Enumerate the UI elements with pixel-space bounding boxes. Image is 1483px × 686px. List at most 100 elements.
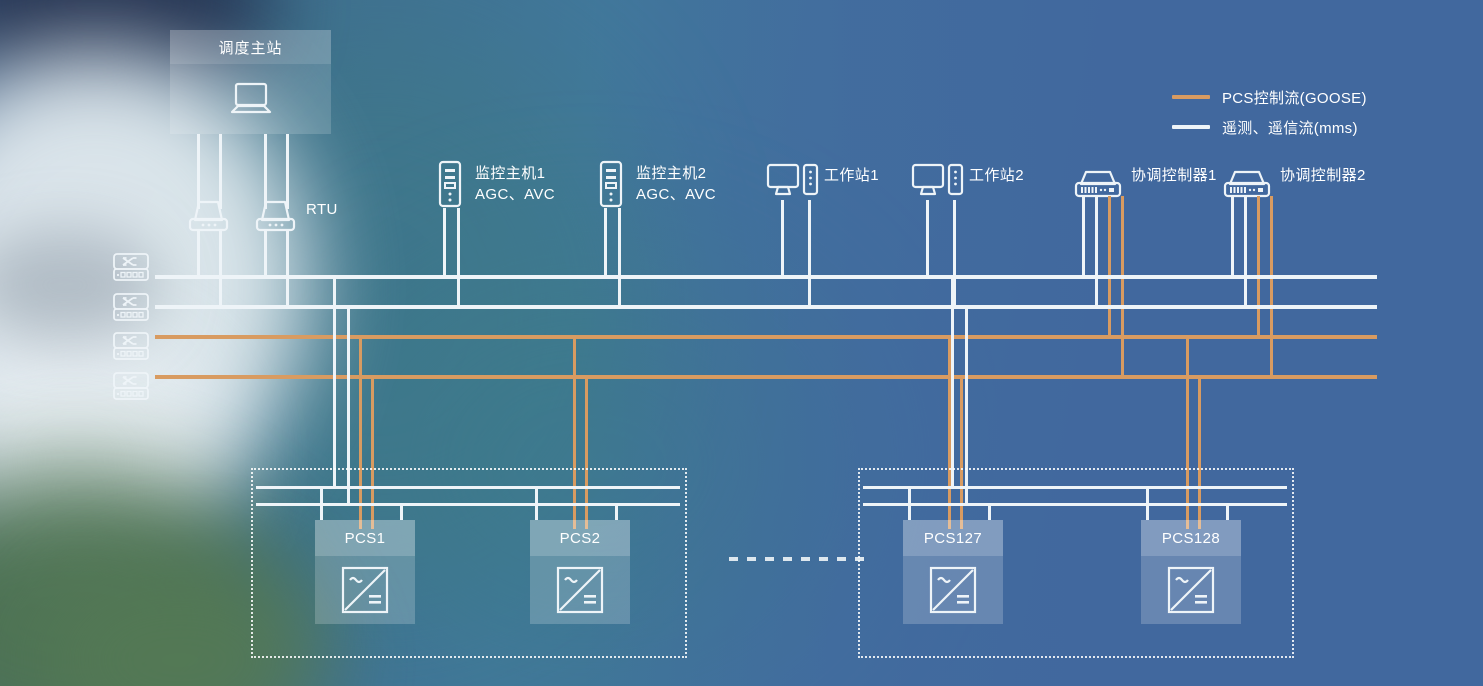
inverter-icon (928, 565, 978, 615)
riser-ctrl2-bus2 (1244, 196, 1247, 309)
bus-2-telemetry (155, 305, 1377, 309)
rtu-icon (253, 198, 298, 232)
riser-host2-bus2 (618, 208, 621, 309)
pcs-unit-2-label: PCS2 (530, 520, 630, 556)
inverter-icon (340, 565, 390, 615)
trunk-white-left-b (347, 309, 350, 503)
riser-rtu2-bus1 (264, 230, 267, 279)
host2-name: 监控主机2 (636, 165, 707, 182)
pcs-group-right (858, 468, 1294, 658)
rack-controller-icon (1073, 168, 1123, 200)
master-station-title: 调度主站 (170, 30, 331, 64)
pcs-unit-128-label: PCS128 (1141, 520, 1241, 556)
pcs-unit-1[interactable]: PCS1 (315, 520, 415, 624)
master-station-body (170, 64, 331, 134)
riser-rtu1-bus1 (197, 230, 200, 279)
riser-ws2-bus2 (953, 200, 956, 309)
line-swatch-icon (1172, 95, 1210, 99)
node-label-ctrl1: 协调控制器1 (1131, 167, 1217, 184)
riser-ws2-bus1 (926, 200, 929, 279)
trunk-orange-pcs127-a (948, 339, 951, 529)
pcs-unit-1-label: PCS1 (315, 520, 415, 556)
subriser-pcs2-b (615, 503, 618, 520)
subriser-pcs127-a (908, 486, 911, 520)
pcs-unit-127-label: PCS127 (903, 520, 1003, 556)
trunk-white-right-a (951, 279, 954, 487)
host1-name: 监控主机1 (475, 165, 546, 182)
pcs-unit-2[interactable]: PCS2 (530, 520, 630, 624)
link-master-rtu1-b (219, 134, 222, 209)
rack-controller-icon (1222, 168, 1272, 200)
pcs-unit-127-body (903, 556, 1003, 624)
group-left-subbus-1 (256, 486, 680, 489)
pcs-unit-1-body (315, 556, 415, 624)
pcs-unit-128-body (1141, 556, 1241, 624)
riser-ctrl1-bus2 (1095, 196, 1098, 309)
group-right-subbus-2 (863, 503, 1287, 506)
trunk-orange-pcs127-b (960, 379, 963, 529)
trunk-white-left-a (333, 279, 336, 487)
workstation-icon (911, 162, 964, 204)
master-station-card: 调度主站 (170, 30, 331, 134)
riser-host1-bus1 (443, 208, 446, 279)
line-swatch-icon (1172, 125, 1210, 129)
legend: PCS控制流(GOOSE) 遥测、遥信流(mms) (1172, 82, 1367, 142)
server-tower-icon (598, 160, 624, 208)
bus-1-telemetry (155, 275, 1377, 279)
bus-4-control (155, 375, 1377, 379)
trunk-orange-pcs128-a (1186, 339, 1189, 529)
riser-rtu1-bus2 (219, 230, 222, 309)
link-master-rtu1-a (197, 134, 200, 209)
riser-ctrl2-bus3 (1257, 196, 1260, 339)
background-blue-fade (583, 0, 1483, 686)
pcs-unit-128[interactable]: PCS128 (1141, 520, 1241, 624)
riser-host1-bus2 (457, 208, 460, 309)
group-right-subbus-1 (863, 486, 1287, 489)
node-label-ws2: 工作站2 (969, 167, 1024, 184)
riser-ctrl2-bus1 (1231, 196, 1234, 279)
subriser-pcs1-a (320, 486, 323, 520)
node-label-ws1: 工作站1 (824, 167, 879, 184)
host2-sub: AGC、AVC (636, 186, 717, 203)
group-left-subbus-2 (256, 503, 680, 506)
subriser-pcs127-b (988, 503, 991, 520)
node-label-rtu: RTU (306, 201, 338, 218)
laptop-icon (227, 80, 275, 118)
rtu-icon (186, 198, 231, 232)
host1-sub: AGC、AVC (475, 186, 556, 203)
trunk-white-right-b (965, 309, 968, 503)
pcs-unit-127[interactable]: PCS127 (903, 520, 1003, 624)
inverter-icon (555, 565, 605, 615)
subriser-pcs1-b (400, 503, 403, 520)
riser-ws1-bus1 (781, 200, 784, 279)
riser-ctrl1-bus3 (1108, 196, 1111, 339)
trunk-orange-pcs1-b (371, 379, 374, 529)
background-blob-grey (0, 230, 160, 340)
riser-host2-bus1 (604, 208, 607, 279)
pcs-groups-ellipsis (729, 557, 864, 561)
network-switch-icon (112, 331, 150, 361)
riser-ctrl1-bus4 (1121, 196, 1124, 379)
node-label-ctrl2: 协调控制器2 (1280, 167, 1366, 184)
trunk-orange-pcs2-a (573, 339, 576, 529)
riser-ctrl2-bus4 (1270, 196, 1273, 379)
inverter-icon (1166, 565, 1216, 615)
riser-ws1-bus2 (808, 200, 811, 309)
network-switch-icon (112, 371, 150, 401)
pcs-unit-2-body (530, 556, 630, 624)
server-tower-icon (437, 160, 463, 208)
subriser-pcs128-b (1226, 503, 1229, 520)
network-switch-icon (112, 292, 150, 322)
trunk-orange-pcs2-b (585, 379, 588, 529)
legend-item-control-flow: PCS控制流(GOOSE) (1172, 82, 1367, 112)
legend-label-telemetry-flow: 遥测、遥信流(mms) (1222, 119, 1358, 137)
trunk-orange-pcs1-a (359, 339, 362, 529)
riser-rtu2-bus2 (286, 230, 289, 309)
pcs-group-left (251, 468, 687, 658)
link-master-rtu2-a (264, 134, 267, 209)
legend-item-telemetry-flow: 遥测、遥信流(mms) (1172, 112, 1367, 142)
bus-3-control (155, 335, 1377, 339)
legend-label-control-flow: PCS控制流(GOOSE) (1222, 89, 1367, 107)
